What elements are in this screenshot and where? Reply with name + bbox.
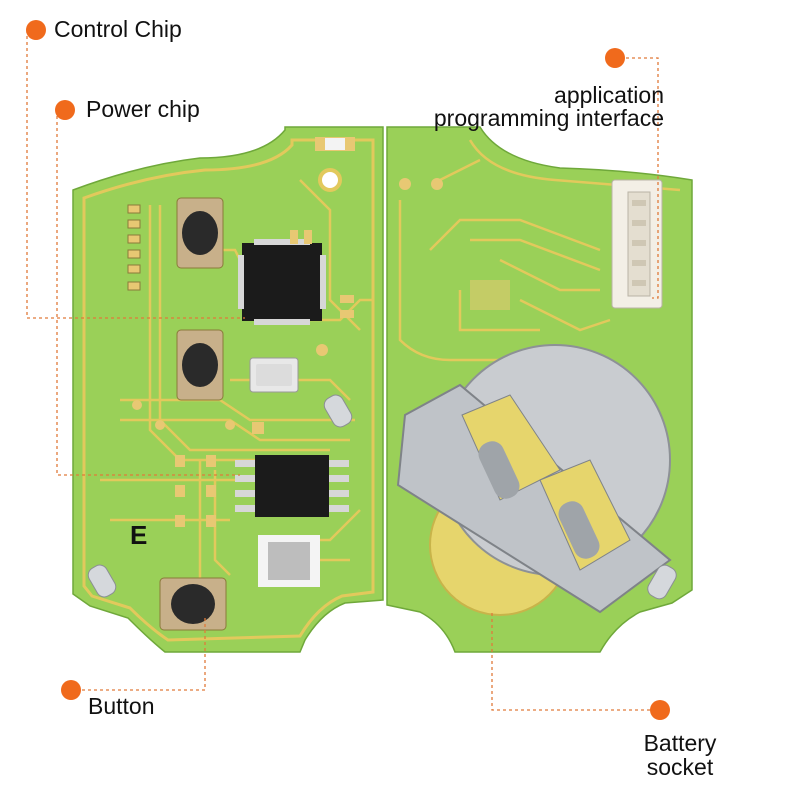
marker-button xyxy=(61,680,81,700)
label-button: Button xyxy=(88,693,155,719)
right-board xyxy=(386,126,693,653)
marker-battery xyxy=(650,700,670,720)
board-silkscreen-letter: E xyxy=(130,520,148,550)
label-api-line2: programming interface xyxy=(433,105,664,131)
power-chip xyxy=(235,455,349,517)
label-battery-line1: Battery xyxy=(643,730,717,756)
marker-power-chip xyxy=(55,100,75,120)
tactile-switch-bottom xyxy=(159,577,227,631)
led-component xyxy=(315,137,355,151)
label-power-chip: Power chip xyxy=(86,96,200,122)
leader-lines xyxy=(26,30,662,711)
programming-connector xyxy=(611,179,663,309)
marker-dots xyxy=(26,20,670,720)
label-api-line1: application xyxy=(554,82,664,108)
qr-sticker xyxy=(258,535,320,587)
marker-control-chip xyxy=(26,20,46,40)
marker-api xyxy=(605,48,625,68)
leader-power-chip xyxy=(56,110,240,476)
leader-battery xyxy=(491,610,662,711)
right-board-traces xyxy=(398,139,681,362)
mount-hole-left xyxy=(318,168,342,192)
label-control-chip: Control Chip xyxy=(54,16,182,42)
left-metal-contact-right xyxy=(323,394,353,428)
right-board-pads xyxy=(399,178,510,310)
left-board-trace-ring xyxy=(82,138,375,642)
left-board xyxy=(72,126,384,653)
left-header-pins xyxy=(127,204,141,291)
tactile-switch-middle xyxy=(176,329,224,401)
crystal-oscillator xyxy=(249,357,299,393)
leader-button xyxy=(70,615,206,691)
left-metal-contact-left xyxy=(87,564,117,598)
control-chip xyxy=(238,239,326,325)
leader-api xyxy=(620,57,659,299)
left-board-pads xyxy=(132,230,354,527)
tactile-switch-top xyxy=(176,197,224,269)
leader-control-chip xyxy=(26,30,245,319)
battery-socket xyxy=(396,344,672,616)
label-battery-line2: socket xyxy=(646,754,714,780)
right-metal-contact-bottom xyxy=(647,564,677,600)
